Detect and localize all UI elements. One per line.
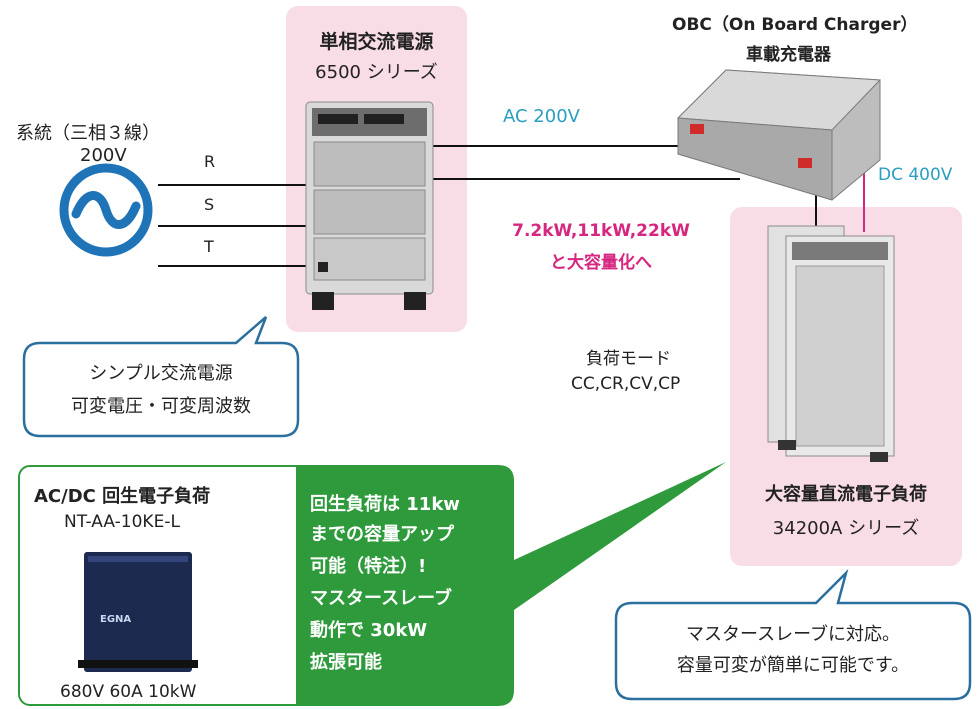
- callout-right-bubble: [614, 568, 972, 701]
- regen-feature-line5: 動作で 30kW: [310, 620, 428, 641]
- regen-load-device: [78, 552, 198, 672]
- capacity-note-line1: 7.2kW,11kW,22kW: [512, 221, 690, 241]
- regen-feature-line4: マスタースレーブ: [310, 588, 453, 609]
- regen-load-badge: EGNA: [100, 614, 132, 625]
- callout-left-line1: シンプル交流電源: [89, 363, 233, 384]
- ac-source-series: 6500 シリーズ: [315, 62, 438, 83]
- callout-right-line1: マスタースレーブに対応。: [685, 624, 901, 645]
- grid-title: 系統（三相３線）: [16, 123, 160, 144]
- regen-load-card: [18, 465, 298, 706]
- ac-link-label: AC 200V: [503, 106, 580, 127]
- obc-title-en: OBC（On Board Charger）: [672, 15, 918, 35]
- regen-feature-line3: 可能（特注）!: [310, 556, 427, 577]
- grid-voltage: 200V: [80, 145, 127, 166]
- dc-load-series: 34200A シリーズ: [772, 518, 920, 539]
- dc-load-racks: [767, 225, 895, 462]
- regen-load-model: NT-AA-10KE-L: [64, 512, 180, 532]
- regen-feature-panel: [296, 462, 726, 706]
- ac-source-title: 単相交流電源: [319, 31, 434, 53]
- dc-link-label: DC 400V: [878, 165, 953, 185]
- regen-feature-line6: 拡張可能: [310, 652, 382, 673]
- ac-grid-icon: [59, 163, 153, 257]
- dc-load-title: 大容量直流電子負荷: [765, 484, 927, 505]
- load-modes-list: CC,CR,CV,CP: [571, 374, 681, 394]
- ac-source-cabinet: [305, 101, 434, 310]
- phase-label-r: R: [204, 152, 216, 171]
- phase-label-t: T: [204, 237, 214, 256]
- obc-device: [676, 69, 882, 201]
- regen-feature-line2: までの容量アップ: [310, 524, 454, 545]
- regen-load-title: AC/DC 回生電子負荷: [34, 486, 211, 507]
- callout-left-line2: 可変電圧・可変周波数: [71, 396, 251, 417]
- phase-label-s: S: [204, 195, 215, 214]
- regen-load-spec: 680V 60A 10kW: [60, 682, 197, 702]
- callout-right-line2: 容量可変が簡単に可能です。: [676, 655, 910, 676]
- callout-left-bubble: [22, 316, 300, 438]
- load-modes-title: 負荷モード: [586, 349, 671, 369]
- regen-feature-line1: 回生負荷は 11kw: [310, 494, 460, 515]
- capacity-note-line2: と大容量化へ: [550, 253, 652, 273]
- obc-title-jp: 車載充電器: [746, 45, 831, 65]
